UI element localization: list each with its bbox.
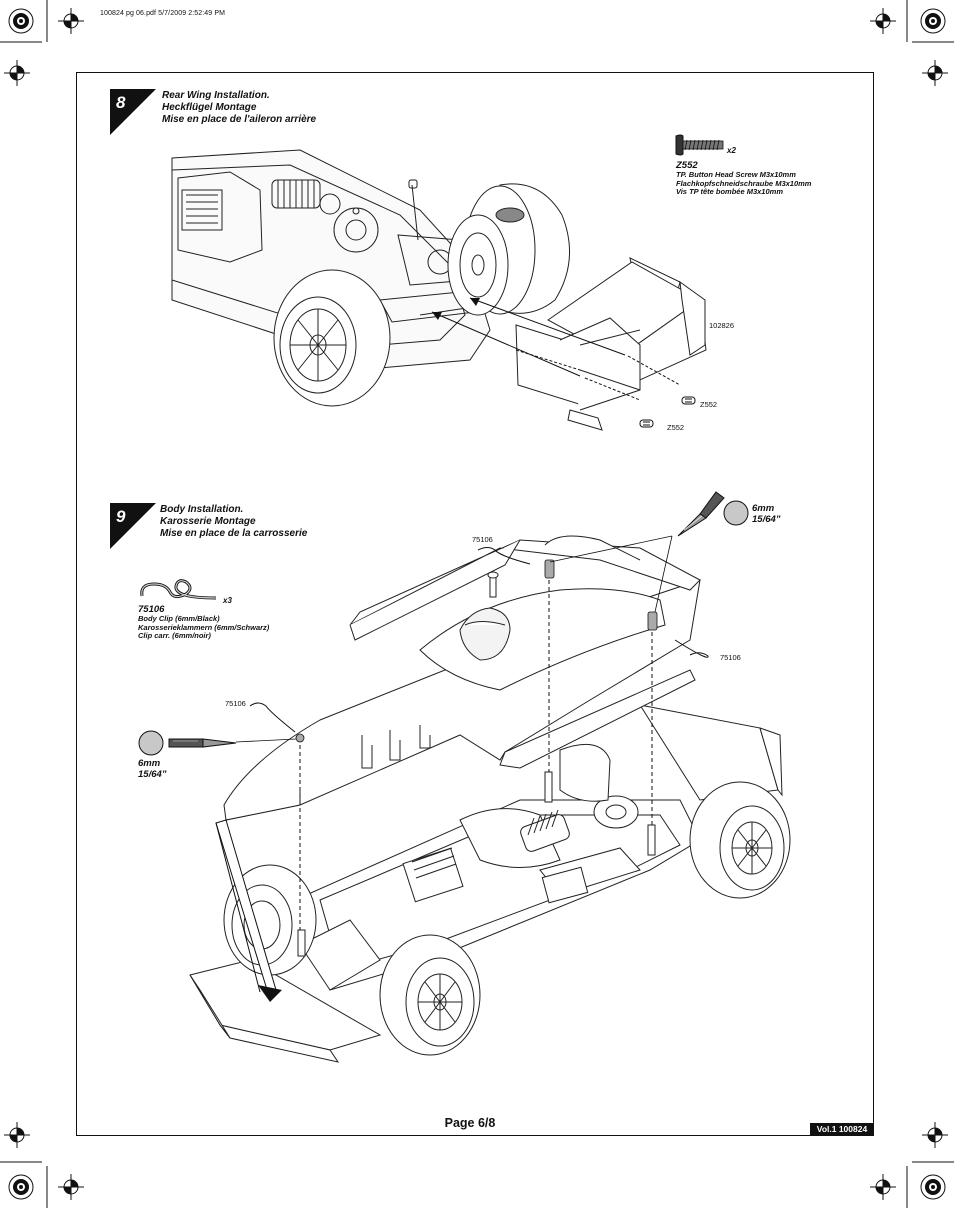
step-8-title-de: Heckflügel Montage bbox=[162, 102, 257, 113]
step-9-title-fr: Mise en place de la carrosserie bbox=[160, 528, 308, 539]
crosshair-icon bbox=[922, 60, 948, 86]
step-8-part-code: Z552 bbox=[676, 160, 698, 171]
page-number: Page 6/8 bbox=[444, 1116, 496, 1130]
step-8-number: 8 bbox=[116, 93, 126, 112]
step-8-part-qty: x2 bbox=[727, 146, 736, 155]
crosshair-icon bbox=[58, 8, 84, 34]
page-frame bbox=[76, 72, 874, 1136]
step-9-part-desc-fr: Clip carr. (6mm/noir) bbox=[138, 631, 211, 640]
step-9-part-qty: x3 bbox=[223, 596, 232, 605]
body-reamer-icon bbox=[168, 738, 237, 748]
step-9-tool-right-mm: 6mm bbox=[752, 503, 775, 514]
step-9-title-de: Karosserie Montage bbox=[160, 516, 256, 527]
registration-mark-icon bbox=[920, 8, 946, 34]
step-9-title: Body Installation. Karosserie Montage Mi… bbox=[160, 504, 307, 540]
step-8-callout-screw-a: Z552 bbox=[700, 400, 718, 409]
step-8-part-desc-en: TP. Button Head Screw M3x10mm bbox=[676, 170, 796, 179]
body-reamer-icon bbox=[677, 491, 725, 537]
step-9-tool-left-size: 6mm 15/64” bbox=[138, 758, 167, 780]
step-8-badge: 8 bbox=[110, 89, 156, 135]
step-8-callout-wing: 102826 bbox=[709, 321, 735, 330]
step-8-callout-screw-b: Z552 bbox=[667, 423, 685, 432]
step-8-title-fr: Mise en place de l'aileron arrière bbox=[162, 114, 317, 125]
step-9-title-en: Body Installation. bbox=[160, 504, 244, 515]
step-9-callout-clip-top: 75106 bbox=[472, 535, 493, 544]
step-9-badge: 9 bbox=[110, 503, 156, 549]
crosshair-icon bbox=[870, 1174, 896, 1200]
step-9-part-info: 75106 Body Clip (6mm/Black) Karosseriekl… bbox=[138, 604, 269, 641]
button-head-screw-icon bbox=[675, 134, 724, 156]
step-9-part-desc-en: Body Clip (6mm/Black) bbox=[138, 614, 220, 623]
step-8-part-desc-fr: Vis TP tête bombée M3x10mm bbox=[676, 187, 783, 196]
step-9-callout-clip-left: 75106 bbox=[225, 699, 246, 708]
step-9-part-code: 75106 bbox=[138, 604, 165, 615]
registration-mark-icon bbox=[8, 8, 34, 34]
step-9-number: 9 bbox=[116, 507, 126, 526]
step-9-tool-right-size: 6mm 15/64” bbox=[752, 503, 781, 525]
step-9-tool-left-inch: 15/64” bbox=[138, 769, 167, 780]
crosshair-icon bbox=[58, 1174, 84, 1200]
step-9-part-desc-de: Karosserieklammern (6mm/Schwarz) bbox=[138, 622, 270, 632]
registration-mark-icon bbox=[8, 1174, 34, 1200]
file-header: 100824 pg 06.pdf 5/7/2009 2:52:49 PM bbox=[100, 10, 226, 17]
step-8-part-info: Z552 TP. Button Head Screw M3x10mm Flach… bbox=[676, 160, 811, 197]
step-9-tool-left-mm: 6mm bbox=[138, 758, 161, 769]
hole-size-6mm-icon bbox=[723, 500, 749, 526]
volume-badge: Vol.1 100824 bbox=[810, 1123, 874, 1136]
crosshair-icon bbox=[870, 8, 896, 34]
step-8-title: Rear Wing Installation. Heckflügel Monta… bbox=[162, 90, 316, 126]
body-clip-icon bbox=[140, 579, 217, 600]
crosshair-icon bbox=[922, 1122, 948, 1148]
step-8-title-en: Rear Wing Installation. bbox=[162, 90, 270, 101]
registration-mark-icon bbox=[920, 1174, 946, 1200]
step-9-callout-clip-right: 75106 bbox=[720, 653, 741, 662]
crosshair-icon bbox=[4, 60, 30, 86]
crosshair-icon bbox=[4, 1122, 30, 1148]
step-9-tool-right-inch: 15/64” bbox=[752, 514, 781, 525]
hole-size-6mm-icon bbox=[138, 730, 164, 756]
step-8-part-desc-de: Flachkopfschneidschraube M3x10mm bbox=[676, 178, 812, 188]
